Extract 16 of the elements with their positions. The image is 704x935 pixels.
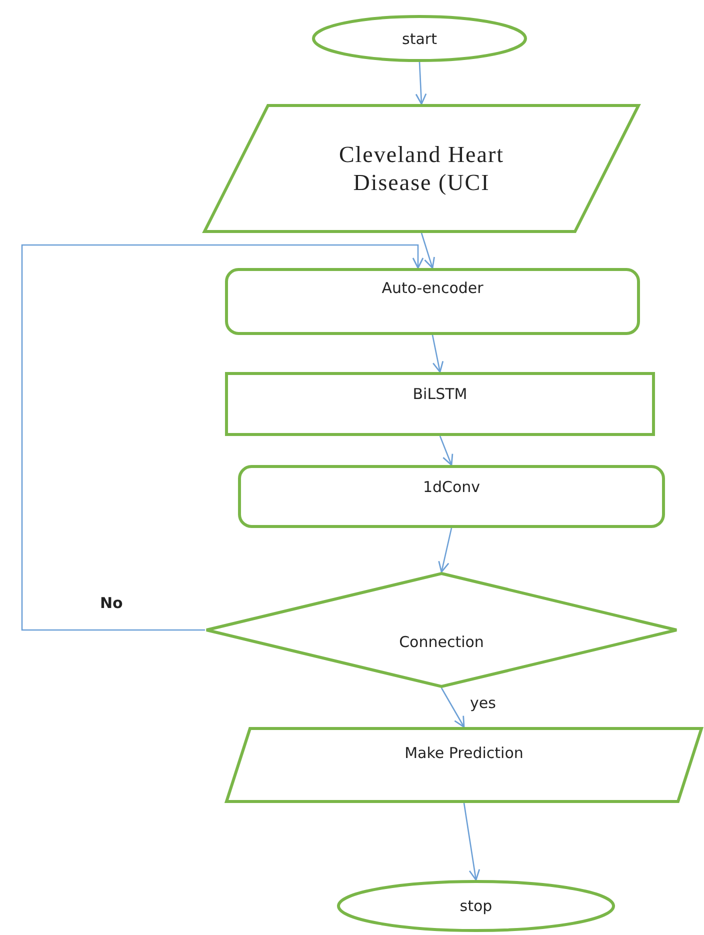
arrow	[21, 244, 424, 631]
node-label: Cleveland Heart Disease (UCI	[338, 140, 506, 196]
node-label: 1dConv	[422, 478, 480, 496]
node-label: BiLSTM	[412, 385, 468, 403]
arrow	[438, 528, 452, 573]
node-label: start	[402, 30, 437, 48]
arrow	[439, 436, 454, 466]
node-label: Make Prediction	[404, 744, 524, 762]
arrow	[420, 232, 435, 269]
arrow	[415, 62, 427, 105]
arrow	[432, 334, 444, 373]
node-label: Auto-encoder	[382, 278, 484, 296]
arrow	[440, 688, 465, 728]
node-label: stop	[460, 897, 492, 915]
node-label: Connection	[399, 633, 484, 651]
arrow	[463, 802, 480, 881]
